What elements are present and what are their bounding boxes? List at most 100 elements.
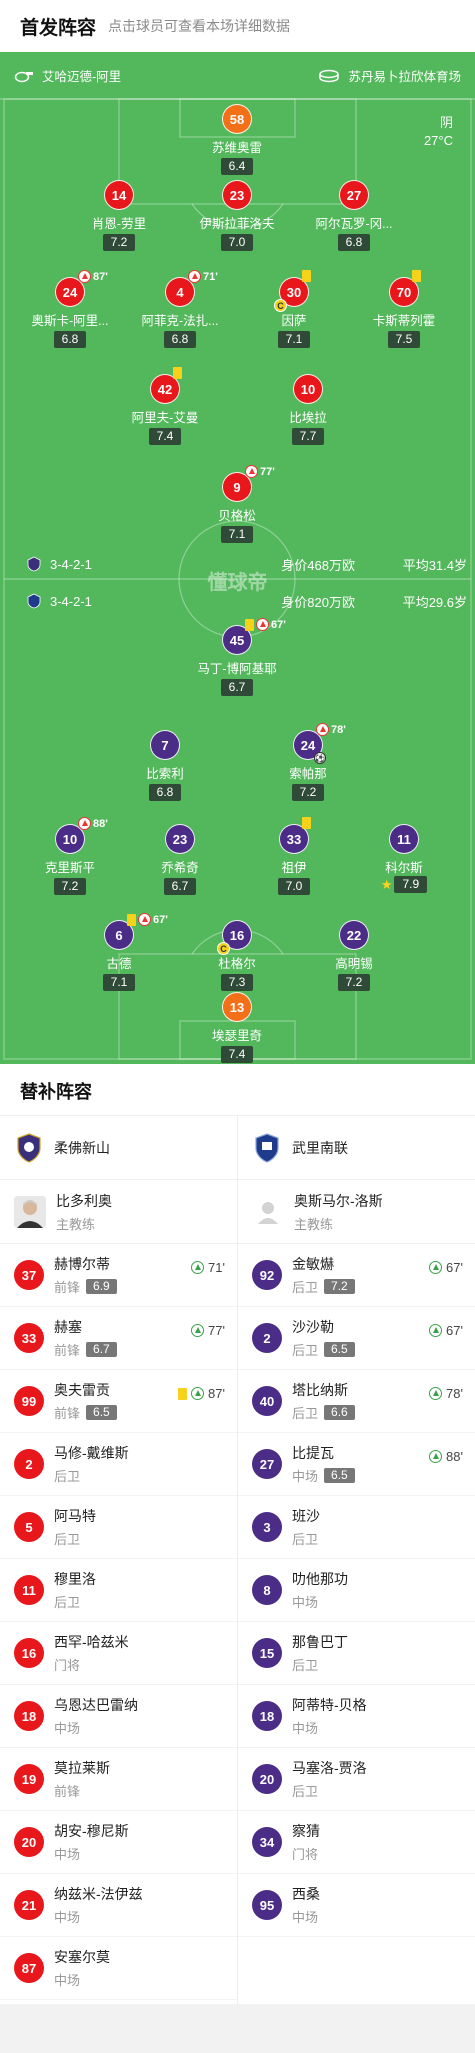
sub-position: 后卫 [54, 1595, 81, 1610]
sub-name: 赫博尔蒂 [54, 1256, 110, 1272]
player-number: 14 [104, 180, 134, 210]
away-player-7[interactable]: 7 比索利 6.8 [105, 730, 225, 801]
home-player-10[interactable]: 10 比埃拉 7.7 [248, 374, 368, 445]
sub-minute: 77' [208, 1323, 225, 1338]
sub-name: 西罕-哈兹米 [54, 1634, 129, 1650]
home-coach[interactable]: 比多利奥 主教练 [0, 1180, 237, 1244]
home-player-70[interactable]: 70 卡斯蒂列霍 7.5 [344, 270, 464, 348]
sub-name: 纳兹米-法伊兹 [54, 1886, 143, 1902]
sub-number: 8 [252, 1575, 282, 1605]
sub-row[interactable]: 21 纳兹米-法伊兹中场 [0, 1874, 237, 1937]
sub-position: 前锋 [54, 1343, 81, 1358]
home-player-42[interactable]: 42 阿里夫-艾曼 7.4 [105, 367, 225, 445]
away-player-13[interactable]: 13 埃瑟里奇 7.4 [177, 992, 297, 1063]
sub-row[interactable]: 11 穆里洛后卫 [0, 1559, 237, 1622]
player-events [302, 270, 311, 282]
divider [0, 1115, 475, 1116]
coach-name: 奥斯马尔-洛斯 [294, 1192, 383, 1209]
sub-number: 99 [14, 1386, 44, 1416]
player-rating: 7.2 [291, 784, 325, 801]
sub-minute: 67' [153, 913, 168, 926]
sub-name: 莫拉莱斯 [54, 1760, 110, 1776]
pitch: 艾哈迈德-阿里 苏丹易卜拉欣体育场 阴 27°C 懂球帝 3-4-2-1 身价4… [0, 52, 475, 1064]
sub-row[interactable]: 5 阿马特后卫 [0, 1496, 237, 1559]
away-player-10[interactable]: 10 88' 克里斯平 7.2 [10, 817, 130, 895]
sub-row[interactable]: 20 马塞洛-贾洛后卫 [238, 1748, 475, 1811]
away-player-45[interactable]: 45 67' 马丁-博阿基耶 6.7 [177, 618, 297, 696]
home-player-30[interactable]: 30 C 因萨 7.1 [234, 270, 354, 348]
sub-row[interactable]: 20 胡安-穆尼斯中场 [0, 1811, 237, 1874]
away-player-6[interactable]: 6 67' 古德 7.1 [59, 913, 179, 991]
sub-minute: 67' [446, 1260, 463, 1275]
coach-role: 主教练 [294, 1216, 334, 1232]
sub-number: 27 [252, 1449, 282, 1479]
home-player-9[interactable]: 9 77' 贝格松 7.1 [177, 465, 297, 543]
away-player-24[interactable]: 24 78' ⚽ 索帕那 7.2 [248, 723, 368, 801]
number-text: 6 [115, 927, 123, 943]
sub-minute: 87' [93, 270, 108, 283]
sub-events: 71' [191, 1260, 225, 1275]
number-text: 24 [300, 737, 316, 753]
home-player-27[interactable]: 27 阿尔瓦罗-冈... 6.8 [294, 180, 414, 251]
player-rating: 6.7 [220, 679, 254, 696]
home-player-58[interactable]: 58 苏维奥雷 6.4 [177, 104, 297, 175]
sub-name: 那鲁巴丁 [292, 1634, 348, 1650]
sub-row[interactable]: 18 阿蒂特-贝格中场 [238, 1685, 475, 1748]
sub-row[interactable]: 15 那鲁巴丁后卫 [238, 1622, 475, 1685]
sub-number: 18 [14, 1701, 44, 1731]
player-number: 33 [279, 817, 311, 854]
home-team-header[interactable]: 柔佛新山 [0, 1116, 237, 1180]
sub-position: 门将 [54, 1658, 81, 1673]
bench-section: 替补阵容 柔佛新山 比多利奥 主教练 37 赫博尔蒂 [0, 1064, 475, 2004]
sub-row[interactable]: 2 马修-戴维斯后卫 [0, 1433, 237, 1496]
sub-position: 后卫 [292, 1343, 319, 1358]
away-player-22[interactable]: 22 高明锡 7.2 [294, 920, 414, 991]
sub-row[interactable]: 19 莫拉莱斯前锋 [0, 1748, 237, 1811]
player-name: 苏维奥雷 [211, 141, 262, 155]
sub-rating: 6.6 [324, 1405, 355, 1420]
stadium-name: 苏丹易卜拉欣体育场 [348, 70, 461, 84]
sub-number: 34 [252, 1827, 282, 1857]
home-player-24[interactable]: 24 87' 奥斯卡-阿里... 6.8 [10, 270, 130, 348]
number-text: 33 [286, 831, 302, 847]
sub-row[interactable]: 95 西桑中场 [238, 1874, 475, 1937]
sub-row[interactable]: 18 乌恩达巴雷纳中场 [0, 1685, 237, 1748]
player-name: 因萨 [281, 314, 307, 328]
home-player-4[interactable]: 4 71' 阿菲克-法扎... 6.8 [120, 270, 240, 348]
player-name: 伊斯拉菲洛夫 [199, 217, 275, 231]
weather-condition: 阴 [439, 115, 453, 130]
away-coach[interactable]: 奥斯马尔-洛斯 主教练 [238, 1180, 475, 1244]
sub-row[interactable]: 16 西罕-哈兹米门将 [0, 1622, 237, 1685]
sub-position: 后卫 [54, 1532, 81, 1547]
team-logo-icon [17, 1132, 41, 1163]
away-squad-value: 身价820万欧 [281, 594, 355, 610]
away-player-11[interactable]: 11 科尔斯 ★ 7.9 [344, 824, 464, 893]
sub-name: 塔比纳斯 [292, 1382, 348, 1398]
sub-row[interactable]: 34 察猜门将 [238, 1811, 475, 1874]
sub-name: 西桑 [292, 1886, 320, 1902]
away-player-23[interactable]: 23 乔希奇 6.7 [120, 824, 240, 895]
sub-row[interactable]: 3 班沙后卫 [238, 1496, 475, 1559]
yellow-card-icon [178, 1387, 188, 1400]
sub-row[interactable]: 8 叻他那功中场 [238, 1559, 475, 1622]
player-rating: 7.0 [277, 878, 311, 895]
sub-position: 后卫 [292, 1532, 319, 1547]
home-player-14[interactable]: 14 肖恩-劳里 7.2 [59, 180, 179, 251]
home-player-23[interactable]: 23 伊斯拉菲洛夫 7.0 [177, 180, 297, 251]
player-rating: 7.3 [220, 974, 254, 991]
away-player-33[interactable]: 33 祖伊 7.0 [234, 817, 354, 895]
away-player-16[interactable]: 16 C 杜格尔 7.3 [177, 920, 297, 991]
sub-off-icon [245, 465, 258, 478]
sub-name: 马修-戴维斯 [54, 1445, 129, 1461]
lineup-hint: 点击球员可查看本场详细数据 [108, 18, 291, 34]
sub-row[interactable]: 87 安塞尔莫中场 [0, 1937, 237, 2000]
away-team-header[interactable]: 武里南联 [238, 1116, 475, 1180]
